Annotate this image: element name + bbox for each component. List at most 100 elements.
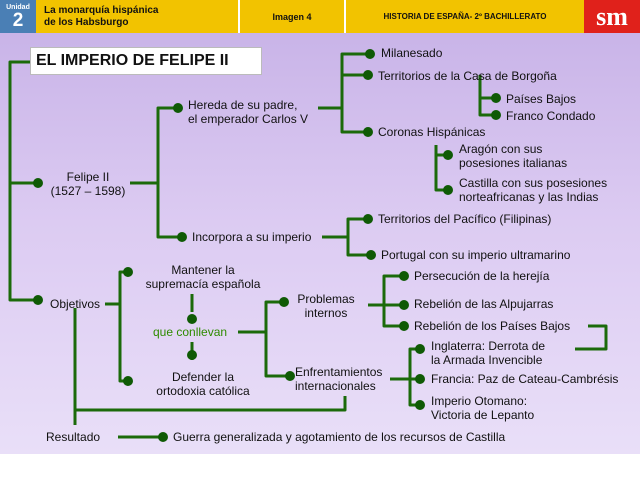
dot-otomano [415, 400, 425, 410]
node-enfrentamientos: Enfrentamientos internacionales [295, 365, 382, 393]
connector-problemas-rebelion [382, 305, 404, 328]
node-otomano: Imperio Otomano: Victoria de Lepanto [431, 394, 534, 422]
node-mantener-line2: supremacía española [145, 277, 261, 291]
dot-defender [123, 376, 133, 386]
node-felipe: Felipe II (1527 – 1598) [38, 170, 138, 198]
node-paises-bajos: Países Bajos [506, 92, 577, 106]
dot-pacifico [363, 214, 373, 224]
dot-inglaterra [415, 344, 425, 354]
dot-rebelion-pb [399, 321, 409, 331]
node-francia: Francia: Paz de Cateau-Cambrésis [431, 372, 619, 386]
node-franco-condado: Franco Condado [506, 109, 596, 123]
dot-conllevan-defender [187, 350, 197, 360]
node-defender-line1: Defender la [171, 370, 235, 384]
node-hereda-line1: Hereda de su padre, [188, 98, 298, 112]
node-portugal: Portugal con su imperio ultramarino [381, 248, 571, 262]
dot-castilla [443, 185, 453, 195]
node-rebelion-pb: Rebelión de los Países Bajos [414, 319, 571, 333]
dot-objetivos [33, 295, 43, 305]
dot-aragon [443, 150, 453, 160]
node-defender: Defender la ortodoxia católica [128, 370, 278, 398]
node-problemas-line2: internos [304, 306, 348, 320]
dot-francia [415, 374, 425, 384]
node-guerra: Guerra generalizada y agotamiento de los… [173, 430, 506, 444]
connector-incorpora-pacifico [322, 217, 368, 239]
dot-borgona [363, 70, 373, 80]
connector-felipe-incorpora [156, 183, 182, 239]
node-aragon-line1: Aragón con sus [459, 142, 543, 156]
dot-alpujarras [399, 300, 409, 310]
dot-milanesado [365, 49, 375, 59]
unit-badge: Unidad 2 [0, 0, 36, 33]
unit-number: 2 [12, 9, 24, 31]
node-mantener: Mantener la supremacía española [128, 263, 278, 291]
connector-problemas-persecucion [368, 274, 404, 307]
diagram-title: EL IMPERIO DE FELIPE II [30, 47, 262, 75]
dot-enfrentamientos [285, 371, 295, 381]
node-problemas-line1: Problemas [297, 292, 355, 306]
diagram-background [0, 33, 640, 454]
dot-felipe [33, 178, 43, 188]
course-label: HISTORIA DE ESPAÑA- 2º BACHILLERATO [344, 0, 584, 33]
node-alpujarras: Rebelión de las Alpujarras [414, 297, 554, 311]
node-borgona: Territorios de la Casa de Borgoña [378, 69, 557, 83]
connector-enfrentamientos-inglaterra [390, 347, 420, 381]
dot-paises-bajos [491, 93, 501, 103]
connector-hereda-coronas [340, 108, 368, 134]
node-pacifico: Territorios del Pacífico (Filipinas) [378, 212, 552, 226]
node-inglaterra: Inglaterra: Derrota de la Armada Invenci… [431, 339, 545, 367]
node-castilla-line1: Castilla con sus posesiones [459, 176, 608, 190]
node-otomano-line1: Imperio Otomano: [431, 394, 528, 408]
node-inglaterra-line1: Inglaterra: Derrota de [431, 339, 546, 353]
node-coronas: Coronas Hispánicas [378, 125, 486, 139]
dot-coronas [363, 127, 373, 137]
dot-persecucion [399, 271, 409, 281]
node-milanesado: Milanesado [381, 46, 443, 60]
connector-objetivos-mantener [105, 270, 128, 306]
node-felipe-line1: Felipe II [66, 170, 110, 184]
node-defender-line2: ortodoxia católica [156, 384, 250, 398]
connector-objetivos-defender [118, 304, 128, 383]
node-aragon: Aragón con sus posesiones italianas [459, 142, 567, 170]
connector-conllevan-enfrentamientos [264, 332, 290, 378]
connector-rebelion-inglaterra [575, 324, 608, 351]
node-incorpora: Incorpora a su imperio [192, 230, 312, 244]
node-aragon-line2: posesiones italianas [459, 156, 568, 170]
dot-mantener-conllevan [187, 314, 197, 324]
node-otomano-line2: Victoria de Lepanto [431, 408, 535, 422]
node-felipe-line2: (1527 – 1598) [50, 184, 126, 198]
dot-franco-condado [491, 110, 501, 120]
dot-problemas [279, 297, 289, 307]
unit-title-line1: La monarquía hispánica [44, 4, 159, 16]
connector-felipe-hereda [130, 106, 178, 185]
node-hereda: Hereda de su padre, el emperador Carlos … [188, 98, 308, 126]
node-conllevan: que conllevan [153, 325, 228, 339]
node-castilla: Castilla con sus posesiones norteafrican… [459, 176, 607, 204]
node-mantener-line1: Mantener la [171, 263, 235, 277]
node-resultado: Resultado [46, 430, 101, 444]
node-hereda-line2: el emperador Carlos V [188, 112, 309, 126]
image-label: Imagen 4 [238, 0, 344, 33]
connector-resultado-enfrentamientos [75, 396, 347, 412]
connector-incorpora-portugal [346, 237, 371, 257]
dot-mantener [123, 267, 133, 277]
dot-hereda [173, 103, 183, 113]
connector-title-spine [8, 60, 38, 302]
connector-conllevan-problemas [238, 300, 284, 334]
connector-borgona-sub [478, 75, 496, 117]
sm-logo: sm [584, 0, 640, 33]
dot-incorpora [177, 232, 187, 242]
node-problemas: Problemas internos [284, 292, 368, 320]
node-enfrentamientos-line2: internacionales [295, 379, 376, 393]
node-persecucion: Persecución de la herejía [414, 269, 550, 283]
node-inglaterra-line2: la Armada Invencible [431, 353, 543, 367]
node-castilla-line2: norteafricanas y las Indias [459, 190, 599, 204]
node-objetivos: Objetivos [50, 297, 101, 311]
dot-portugal [366, 250, 376, 260]
unit-title: La monarquía hispánica de los Habsburgo [36, 0, 238, 33]
node-enfrentamientos-line1: Enfrentamientos [295, 365, 383, 379]
connector-hereda-milanesado [318, 52, 370, 110]
dot-guerra [158, 432, 168, 442]
